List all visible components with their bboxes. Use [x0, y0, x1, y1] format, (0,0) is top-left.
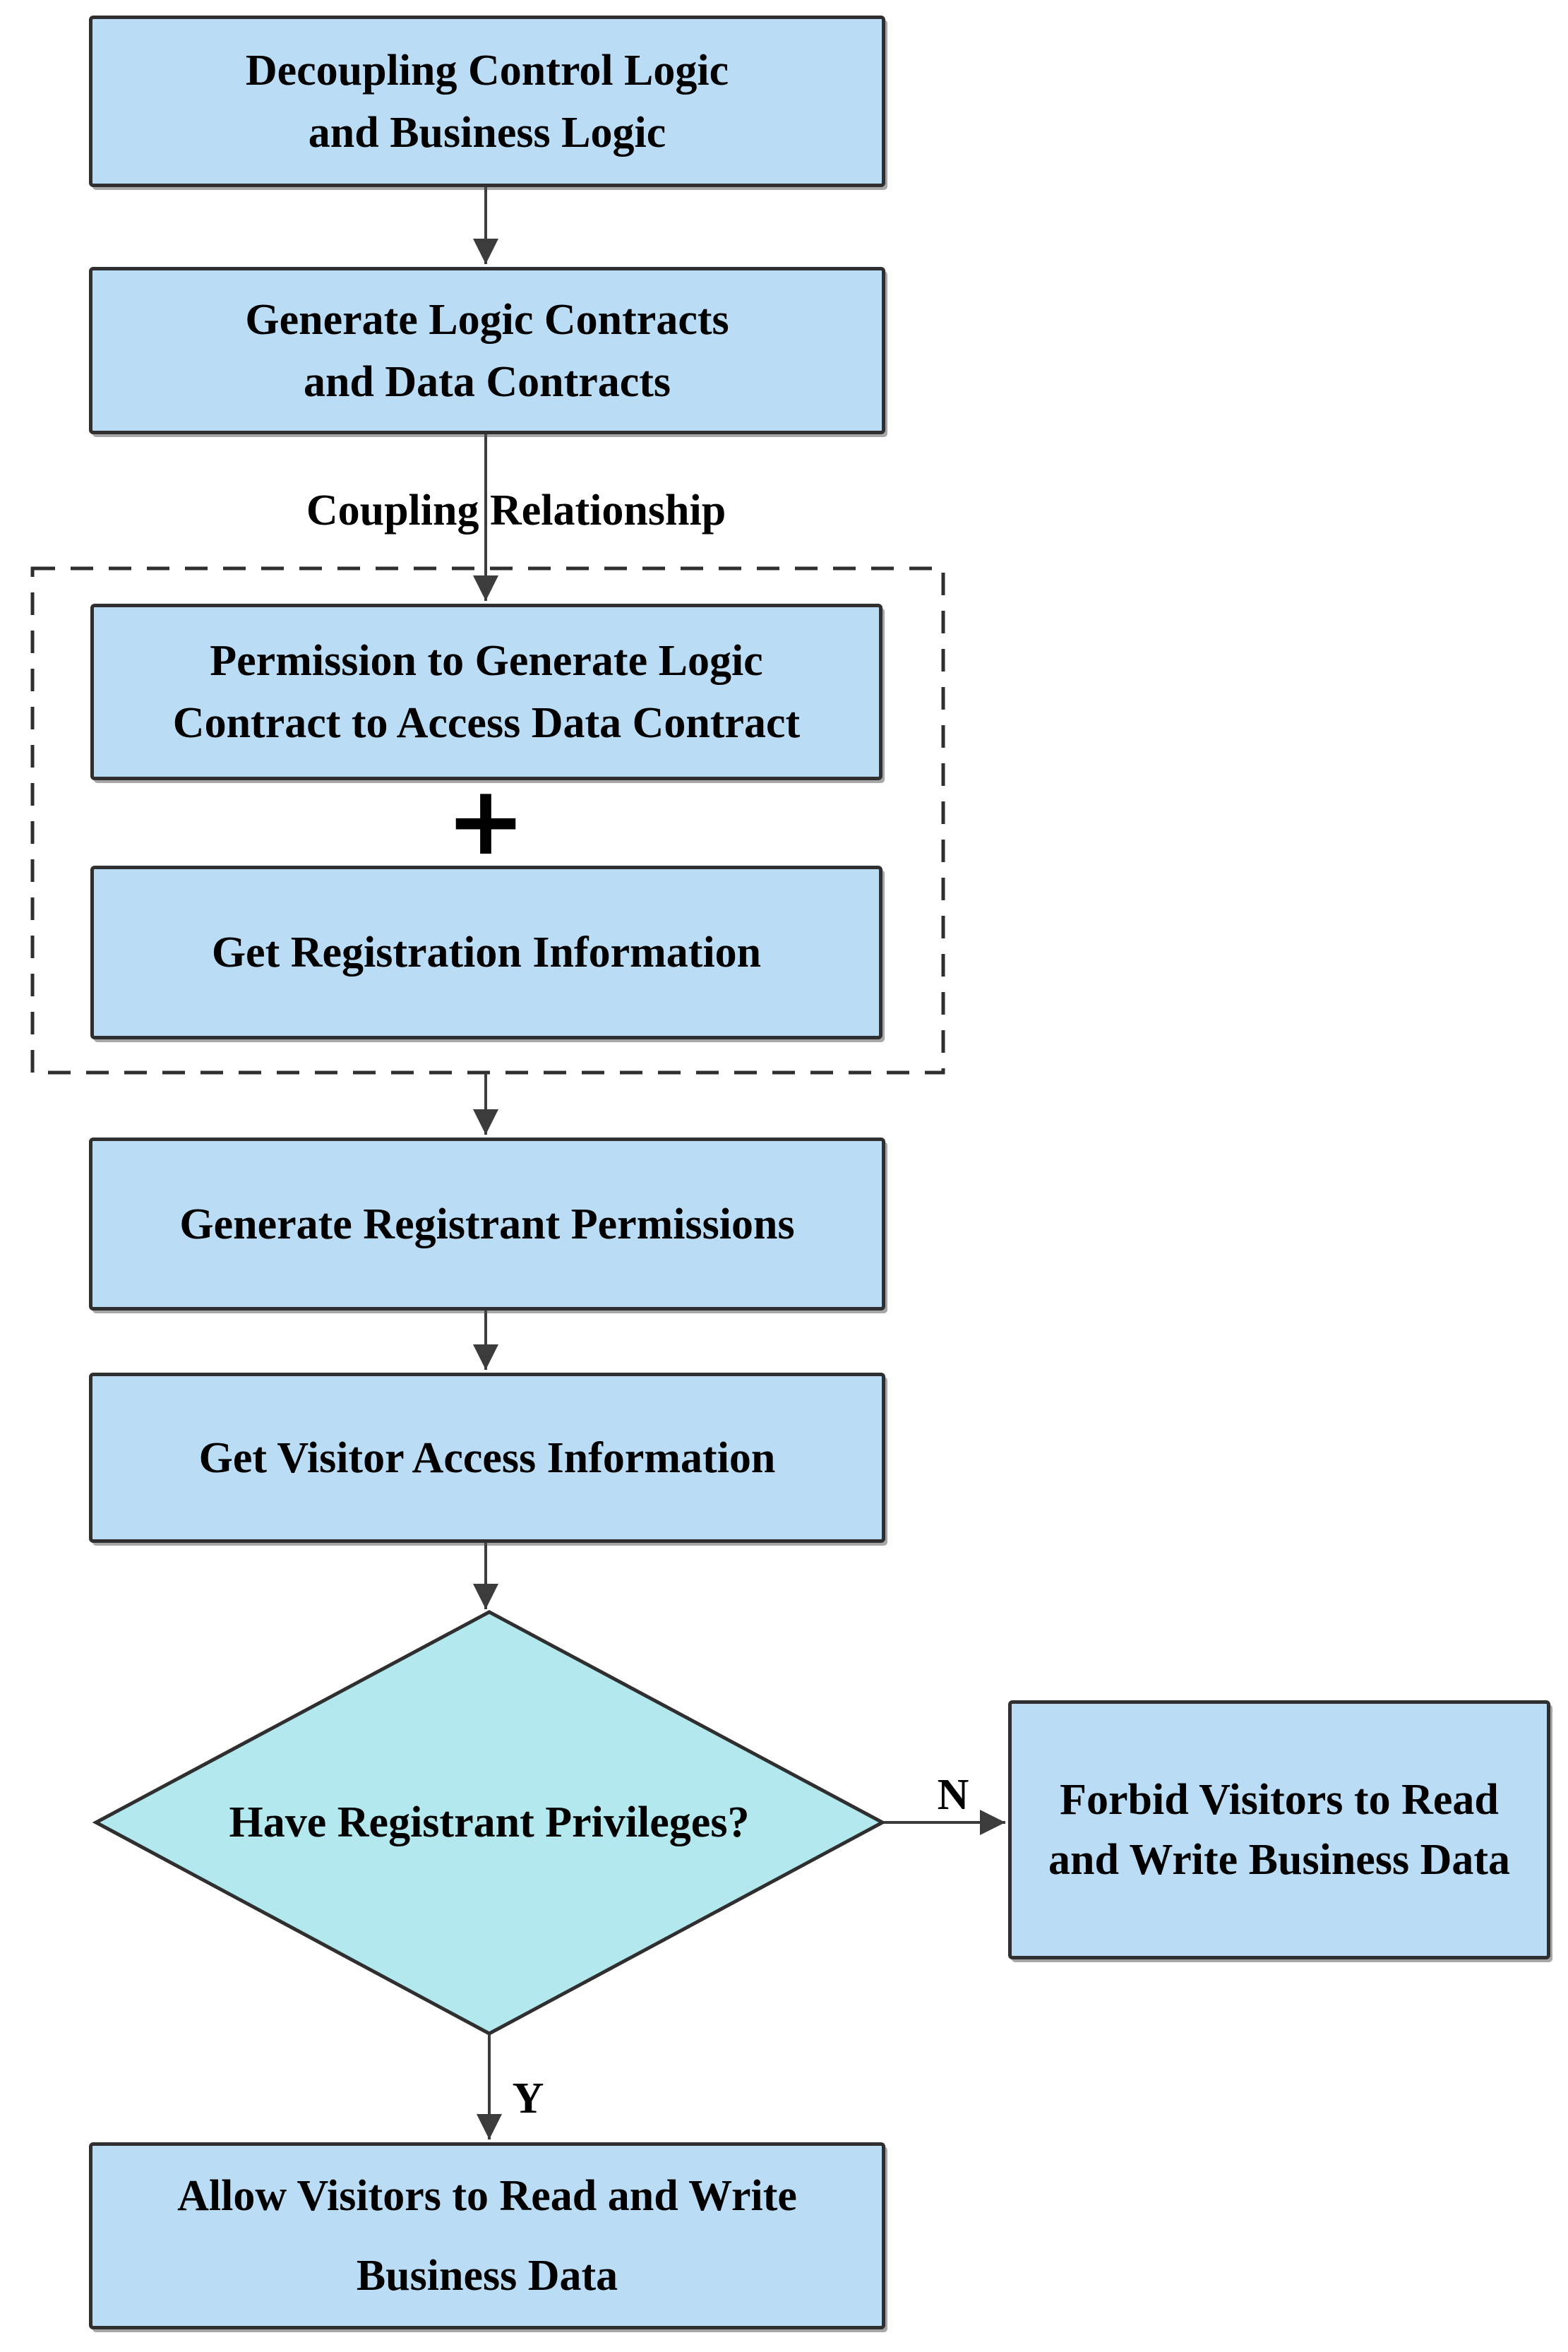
plus-symbol: + [445, 765, 526, 876]
decision-label: Have Registrant Privileges? [229, 1798, 750, 1846]
node-permission-to-generate: Permission to Generate Logic Contract to… [90, 604, 882, 780]
node-label-line: Allow Visitors to Read and Write [177, 2171, 797, 2220]
node-label-line: Business Data [356, 2251, 618, 2300]
node-allow-visitors: Allow Visitors to Read and Write Busines… [89, 2142, 885, 2329]
node-label-line: Get Visitor Access Information [198, 1433, 776, 1482]
node-label-line: Generate Logic Contracts [245, 295, 729, 344]
node-label-line: Decoupling Control Logic [245, 46, 729, 95]
coupling-group-outline [30, 566, 945, 1075]
node-get-registration-information: Get Registration Information [90, 866, 882, 1039]
node-label-line: Forbid Visitors to Read [1060, 1775, 1499, 1824]
coupling-relationship-label: Coupling Relationship [306, 486, 726, 535]
node-label-line: and Data Contracts [303, 357, 671, 406]
branch-label-n: N [937, 1771, 969, 1819]
node-label-line: Generate Registrant Permissions [179, 1200, 795, 1248]
node-decoupling-control-logic: Decoupling Control Logic and Business Lo… [89, 16, 885, 187]
node-get-visitor-access-information: Get Visitor Access Information [89, 1373, 885, 1543]
branch-label-y: Y [512, 2075, 544, 2123]
node-label-line: and Business Logic [308, 108, 666, 157]
node-label-line: Get Registration Information [211, 929, 762, 977]
node-label-line: Contract to Access Data Contract [172, 699, 801, 747]
decision-diamond-shape [92, 1610, 887, 2036]
node-generate-registrant-permissions: Generate Registrant Permissions [89, 1138, 885, 1311]
node-generate-logic-contracts: Generate Logic Contracts and Data Contra… [89, 267, 885, 434]
node-forbid-visitors: Forbid Visitors to Read and Write Busine… [1008, 1700, 1550, 1959]
node-label-line: and Write Business Data [1048, 1835, 1510, 1884]
node-label-line: Permission to Generate Logic [210, 637, 763, 685]
